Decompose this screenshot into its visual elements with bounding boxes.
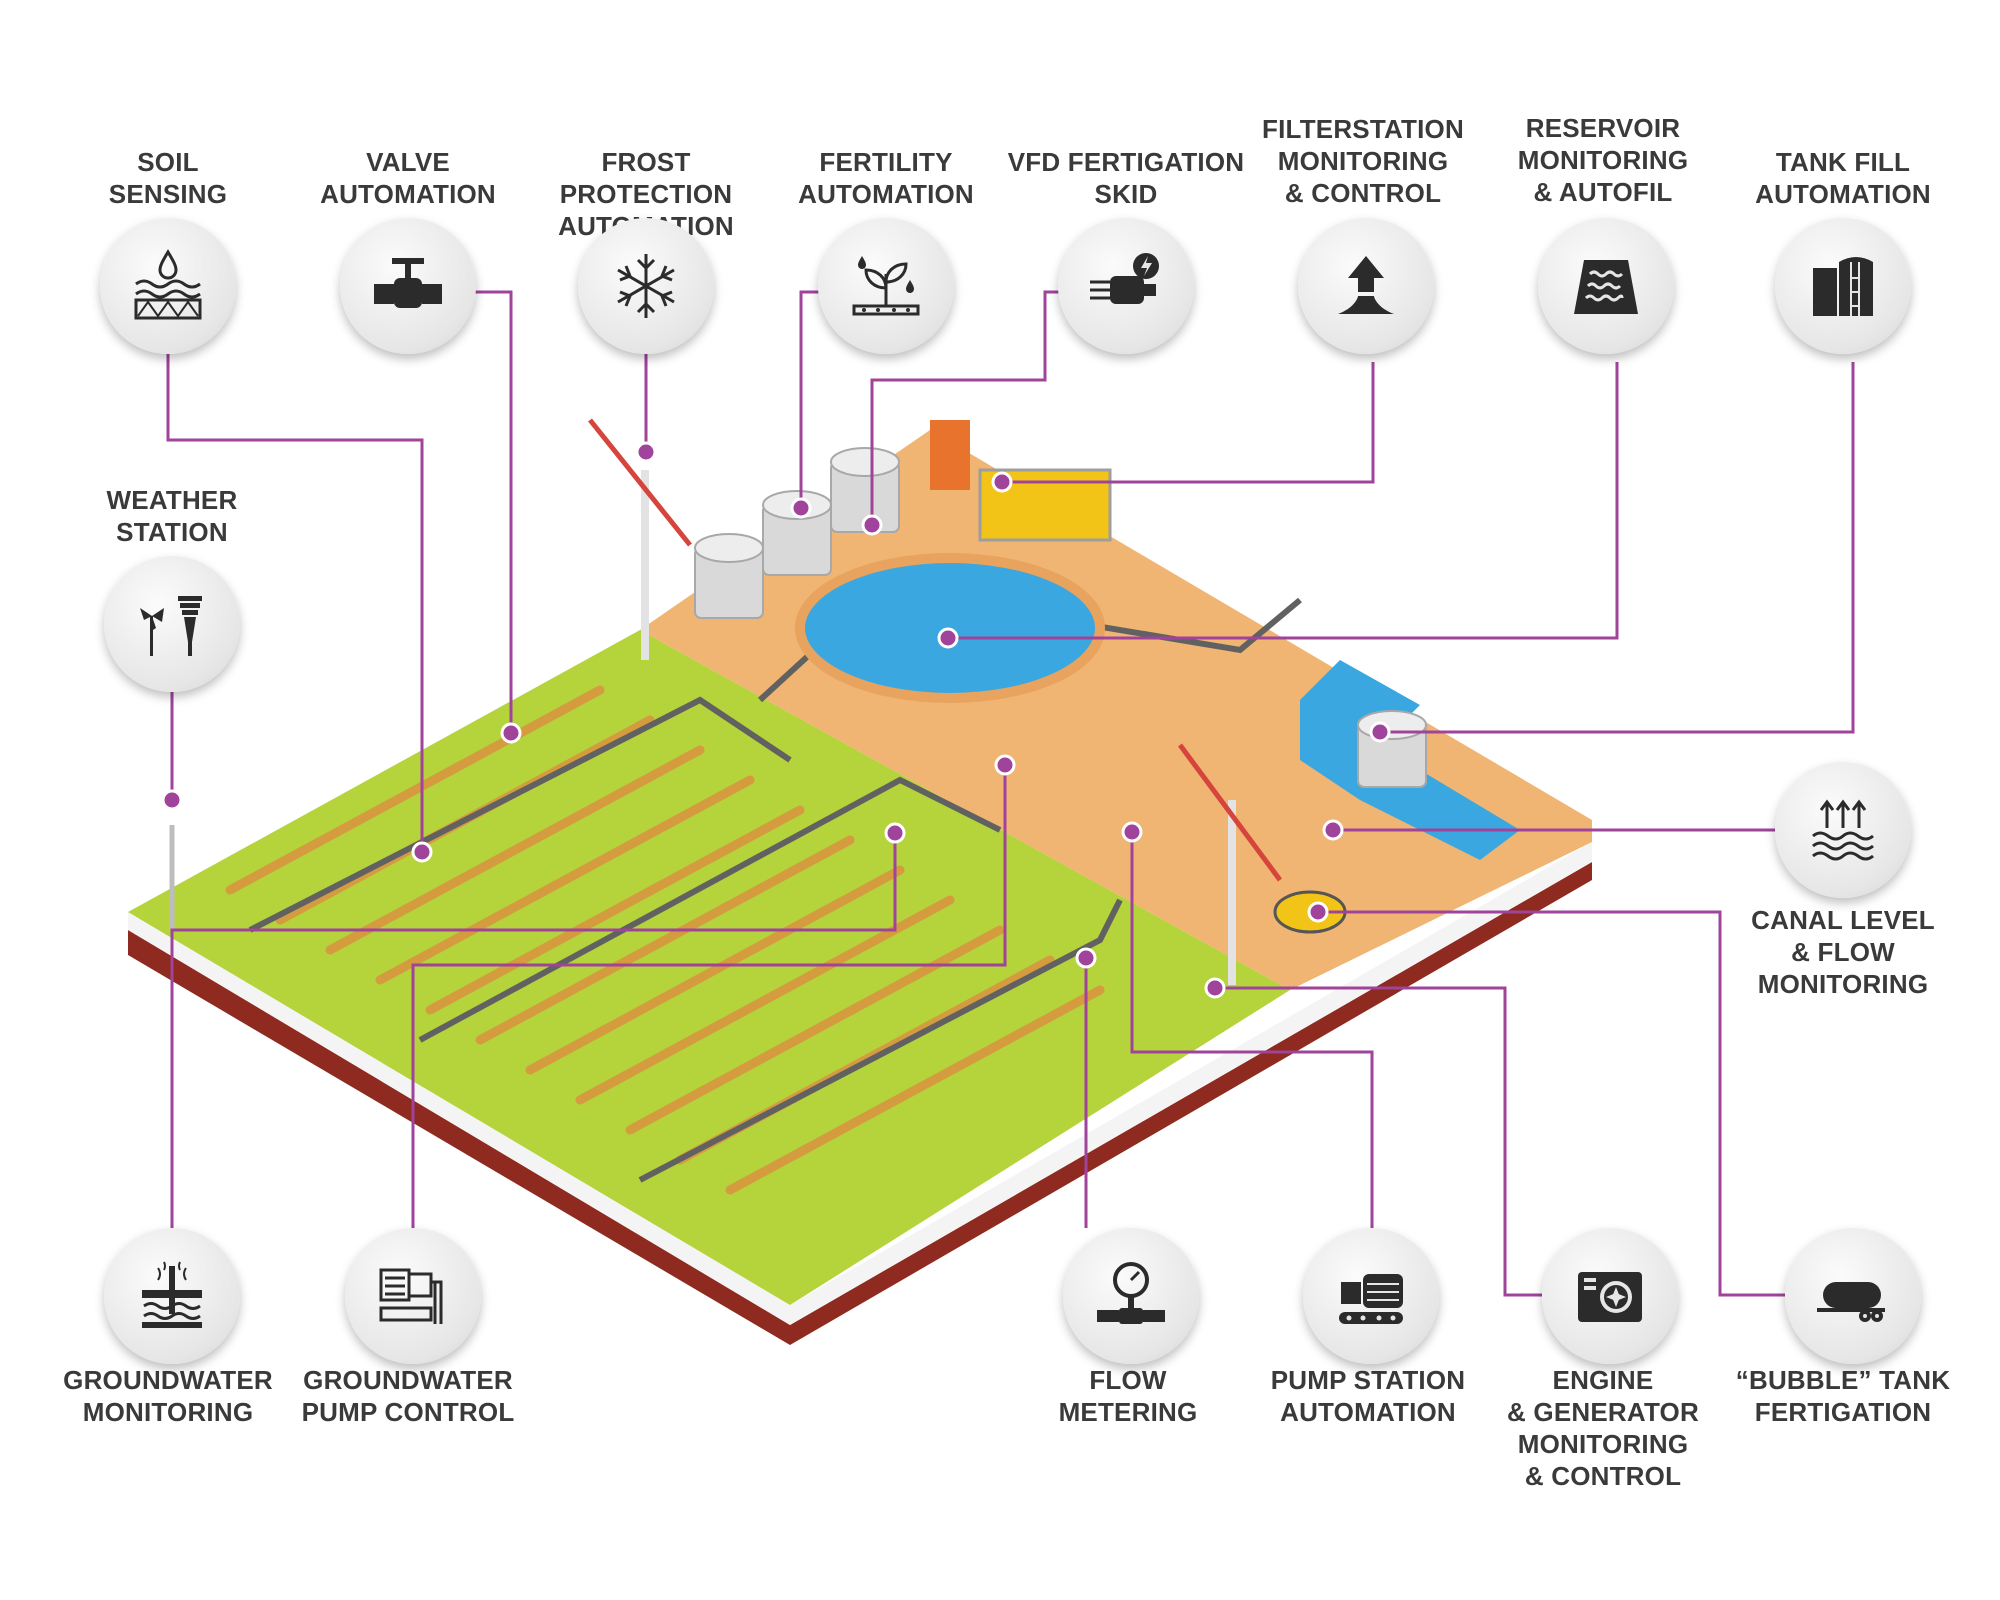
badge-canal-level[interactable]	[1775, 762, 1911, 898]
label-weather-station: WEATHER STATION	[42, 484, 302, 548]
canal	[1300, 660, 1520, 860]
label-line: FLOW	[1089, 1365, 1167, 1395]
label-line: VFD FERTIGATION	[1007, 147, 1245, 177]
wind-machines	[588, 418, 1283, 985]
label-line: MONITORING	[82, 1397, 254, 1427]
label-line: SENSING	[108, 179, 228, 209]
label-line: WEATHER	[106, 485, 238, 515]
engine-generator-icon	[1578, 1272, 1642, 1322]
label-line: GROUNDWATER	[303, 1365, 513, 1395]
soil-icon	[134, 249, 202, 320]
label-line: PUMP CONTROL	[301, 1397, 515, 1427]
label-line: MONITORING	[1757, 969, 1929, 999]
canal-level-icon	[1812, 799, 1874, 861]
badge-frost-protection[interactable]	[578, 218, 714, 354]
valve-icon	[374, 258, 442, 308]
label-line: GROUNDWATER	[63, 1365, 273, 1395]
label-line: AUTOMATION	[798, 179, 974, 209]
label-line: AUTOMATION	[1755, 179, 1931, 209]
label-line: MONITORING	[1517, 145, 1689, 175]
vfd-motor-icon	[1090, 253, 1159, 304]
badge-fertility-automation[interactable]	[818, 218, 954, 354]
groundwater-icon	[142, 1261, 202, 1328]
label-line: STATION	[116, 517, 228, 547]
label-groundwater-pump-control: GROUNDWATER PUMP CONTROL	[278, 1364, 538, 1428]
label-groundwater-monitoring: GROUNDWATER MONITORING	[38, 1364, 298, 1428]
badge-tank-fill[interactable]	[1775, 218, 1911, 354]
label-line: PUMP STATION	[1270, 1365, 1466, 1395]
label-tank-fill: TANK FILL AUTOMATION	[1713, 146, 1973, 210]
snowflake-icon	[617, 254, 675, 318]
label-line: AUTOMATION	[320, 179, 496, 209]
pump-station-icon	[1339, 1274, 1403, 1324]
label-line: VALVE	[366, 147, 450, 177]
plant-icon	[852, 256, 920, 316]
label-line: FILTERSTATION	[1262, 114, 1464, 144]
label-line: RESERVOIR	[1525, 113, 1681, 143]
badge-valve-automation[interactable]	[340, 218, 476, 354]
badge-weather-station[interactable]	[104, 556, 240, 692]
badge-bubble-tank[interactable]	[1785, 1228, 1921, 1364]
pump-control-icon	[379, 1268, 443, 1324]
label-line: AUTOMATION	[1280, 1397, 1456, 1427]
label-line: SOIL	[137, 147, 199, 177]
label-line: & CONTROL	[1284, 178, 1442, 208]
label-reservoir: RESERVOIR MONITORING & AUTOFIL	[1473, 112, 1733, 208]
label-line: TANK FILL	[1775, 147, 1911, 177]
badge-soil-sensing[interactable]	[100, 218, 236, 354]
connector-endpoints	[161, 441, 1391, 999]
badge-groundwater-pump-control[interactable]	[345, 1228, 481, 1364]
badge-groundwater-monitoring[interactable]	[104, 1228, 240, 1364]
label-valve-automation: VALVE AUTOMATION	[278, 146, 538, 210]
label-soil-sensing: SOIL SENSING	[38, 146, 298, 210]
weather-station-icon	[140, 596, 202, 656]
label-engine-generator: ENGINE & GENERATOR MONITORING & CONTROL	[1473, 1364, 1733, 1492]
badge-vfd-fertigation[interactable]	[1058, 218, 1194, 354]
label-line: FERTIGATION	[1754, 1397, 1932, 1427]
bubble-tank-icon	[1817, 1282, 1885, 1322]
label-flow-metering: FLOW METERING	[998, 1364, 1258, 1428]
label-fertility-automation: FERTILITY AUTOMATION	[756, 146, 1016, 210]
badge-flow-metering[interactable]	[1063, 1228, 1199, 1364]
label-line: FERTILITY	[819, 147, 953, 177]
badge-filterstation[interactable]	[1298, 218, 1434, 354]
label-line: & AUTOFIL	[1533, 177, 1673, 207]
label-line: FROST PROTECTION	[559, 147, 733, 209]
badge-reservoir[interactable]	[1538, 218, 1674, 354]
reservoir-icon	[1574, 260, 1638, 314]
label-line: SKID	[1094, 179, 1158, 209]
label-line: METERING	[1058, 1397, 1198, 1427]
label-vfd-fertigation: VFD FERTIGATION SKID	[996, 146, 1256, 210]
label-line: ENGINE	[1552, 1365, 1654, 1395]
badge-pump-station[interactable]	[1303, 1228, 1439, 1364]
label-line: & CONTROL	[1524, 1461, 1682, 1491]
label-bubble-tank: “BUBBLE” TANK FERTIGATION	[1713, 1364, 1973, 1428]
label-line: MONITORING	[1517, 1429, 1689, 1459]
label-line: & GENERATOR	[1507, 1397, 1699, 1427]
flow-meter-icon	[1097, 1262, 1165, 1324]
label-filterstation: FILTERSTATION MONITORING & CONTROL	[1233, 113, 1493, 209]
grass-field	[128, 630, 1290, 1305]
storage-tanks	[694, 447, 1427, 788]
label-canal-level: CANAL LEVEL & FLOW MONITORING	[1713, 904, 1973, 1000]
label-line: CANAL LEVEL	[1751, 905, 1935, 935]
tank-icon	[1813, 257, 1873, 316]
badge-engine-generator[interactable]	[1542, 1228, 1678, 1364]
label-pump-station: PUMP STATION AUTOMATION	[1238, 1364, 1498, 1428]
filter-station-icon	[1338, 256, 1394, 314]
label-line: “BUBBLE” TANK	[1735, 1365, 1951, 1395]
label-line: MONITORING	[1277, 146, 1449, 176]
connector-lines	[166, 290, 1855, 1297]
label-line: & FLOW	[1791, 937, 1895, 967]
